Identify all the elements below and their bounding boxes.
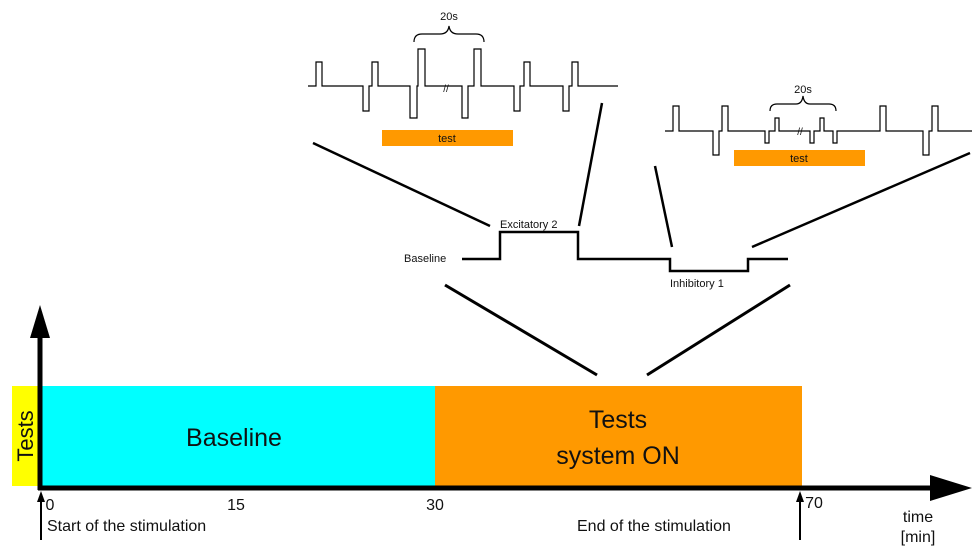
tick-label-15: 15 bbox=[227, 497, 245, 514]
start-of-stimulation-label: Start of the stimulation bbox=[47, 518, 206, 535]
zoom-line-right bbox=[646, 283, 791, 377]
tests-phase-sublabel: system ON bbox=[556, 442, 680, 470]
baseline-phase-label: Baseline bbox=[186, 424, 282, 452]
tick-label-30: 30 bbox=[426, 497, 444, 514]
protocol-inhibitory-label: Inhibitory 1 bbox=[670, 278, 724, 290]
y-axis-arrowhead bbox=[30, 305, 50, 338]
y-axis-highlight bbox=[12, 386, 38, 486]
inhibitory-test-label: test bbox=[790, 153, 808, 165]
baseline-phase-block bbox=[38, 386, 435, 486]
x-axis-arrowhead bbox=[930, 475, 972, 501]
y-axis-label: Tests bbox=[13, 410, 38, 461]
excitatory-duration-label: 20s bbox=[440, 11, 458, 23]
tick-label-0: 0 bbox=[46, 497, 55, 514]
excitatory-test-label: test bbox=[438, 133, 456, 145]
excitatory-test-bar bbox=[382, 130, 513, 146]
protocol-step-trace bbox=[462, 230, 788, 273]
end-marker bbox=[796, 491, 804, 540]
inhibitory-duration-brace bbox=[769, 95, 837, 112]
protocol-baseline-label: Baseline bbox=[404, 253, 446, 265]
excitatory-duration-brace bbox=[413, 25, 485, 43]
zoom-line-excitatory-left bbox=[312, 141, 491, 228]
x-axis-unit: [min] bbox=[901, 529, 936, 546]
inhibitory-pulse-inset bbox=[665, 105, 972, 156]
excitatory-break-mark: // bbox=[443, 84, 449, 95]
axes bbox=[30, 305, 972, 501]
x-axis-label: time bbox=[903, 509, 933, 526]
inhibitory-break-mark: // bbox=[797, 127, 803, 138]
start-arrowhead bbox=[37, 491, 45, 502]
excitatory-pulse-inset bbox=[308, 48, 618, 119]
zoom-line-inhibitory-right bbox=[751, 151, 971, 249]
end-arrowhead bbox=[796, 491, 804, 502]
protocol-excitatory-label: Excitatory 2 bbox=[500, 219, 557, 231]
inhibitory-pulse-train bbox=[665, 105, 972, 156]
start-marker bbox=[37, 491, 45, 540]
end-of-stimulation-label: End of the stimulation bbox=[577, 518, 731, 535]
inhibitory-duration-label: 20s bbox=[794, 84, 812, 96]
inhibitory-test-bar bbox=[734, 150, 865, 166]
zoom-line-inhibitory-left bbox=[653, 165, 674, 248]
tick-label-70: 70 bbox=[805, 495, 823, 512]
tests-phase-block bbox=[435, 386, 802, 486]
zoom-line-left bbox=[444, 283, 598, 377]
tests-phase-label: Tests bbox=[589, 406, 647, 434]
zoom-line-excitatory-right bbox=[577, 102, 604, 227]
excitatory-pulse-train bbox=[308, 48, 618, 119]
